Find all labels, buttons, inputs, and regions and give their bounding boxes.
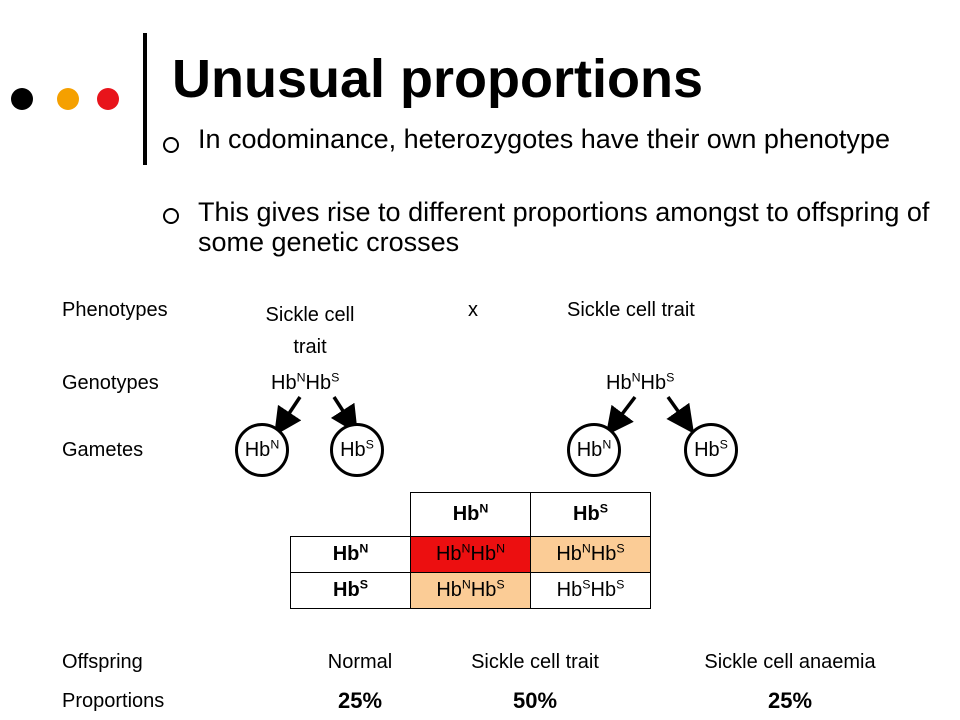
gamete-circle-4: HbS	[684, 423, 738, 477]
proportion-sickle-anaemia: 25%	[767, 688, 813, 713]
punnett-header-row: HbN HbS	[290, 492, 651, 537]
label-proportions: Proportions	[62, 690, 165, 712]
decor-dot-black	[11, 88, 33, 110]
punnett-col-header: HbN	[410, 492, 531, 537]
arrow-left-2	[330, 396, 358, 434]
phenotype-left: Sickle cell trait	[265, 304, 355, 358]
gamete-circle-3: HbN	[567, 423, 621, 477]
decor-dot-orange	[57, 88, 79, 110]
arrow-right-1	[605, 395, 637, 436]
slide-title: Unusual proportions	[172, 49, 703, 109]
punnett-row-header: HbS	[290, 572, 411, 609]
punnett-cell: HbSHbS	[530, 572, 651, 609]
label-gametes: Gametes	[62, 439, 144, 461]
punnett-cell: HbNHbN	[410, 536, 531, 573]
offspring-sickle-anaemia: Sickle cell anaemia	[704, 651, 876, 673]
bullet-icon	[163, 208, 179, 224]
punnett-cell: HbNHbS	[410, 572, 531, 609]
offspring-normal: Normal	[327, 651, 393, 673]
punnett-col-header: HbS	[530, 492, 651, 537]
label-offspring: Offspring	[62, 651, 143, 673]
gamete-circle-1: HbN	[235, 423, 289, 477]
proportion-normal: 25%	[337, 688, 383, 713]
bullet-icon	[163, 137, 179, 153]
phenotype-right: Sickle cell trait	[567, 299, 695, 321]
arrow-right-2	[666, 395, 695, 434]
bullet-text-1: In codominance, heterozygotes have their…	[198, 124, 890, 154]
bullet-text-2: This gives rise to different proportions…	[198, 197, 930, 257]
offspring-sickle-trait: Sickle cell trait	[471, 651, 599, 673]
title-divider-bar	[143, 33, 147, 165]
genotype-left: HbNHbS	[271, 370, 340, 394]
punnett-row: HbS HbNHbS HbSHbS	[290, 572, 651, 609]
punnett-square: HbN HbS HbN HbNHbN HbNHbS HbS HbNHbS HbS…	[290, 492, 651, 609]
cross-symbol: x	[468, 299, 478, 321]
decor-dot-red	[97, 88, 119, 110]
proportion-sickle-trait: 50%	[512, 688, 558, 713]
gamete-circle-2: HbS	[330, 423, 384, 477]
punnett-row-header: HbN	[290, 536, 411, 573]
punnett-corner	[290, 492, 411, 537]
label-genotypes: Genotypes	[62, 372, 159, 394]
punnett-row: HbN HbNHbN HbNHbS	[290, 536, 651, 573]
punnett-cell: HbNHbS	[530, 536, 651, 573]
genotype-right: HbNHbS	[606, 370, 675, 394]
arrow-left-1	[274, 396, 302, 436]
label-phenotypes: Phenotypes	[62, 299, 168, 321]
